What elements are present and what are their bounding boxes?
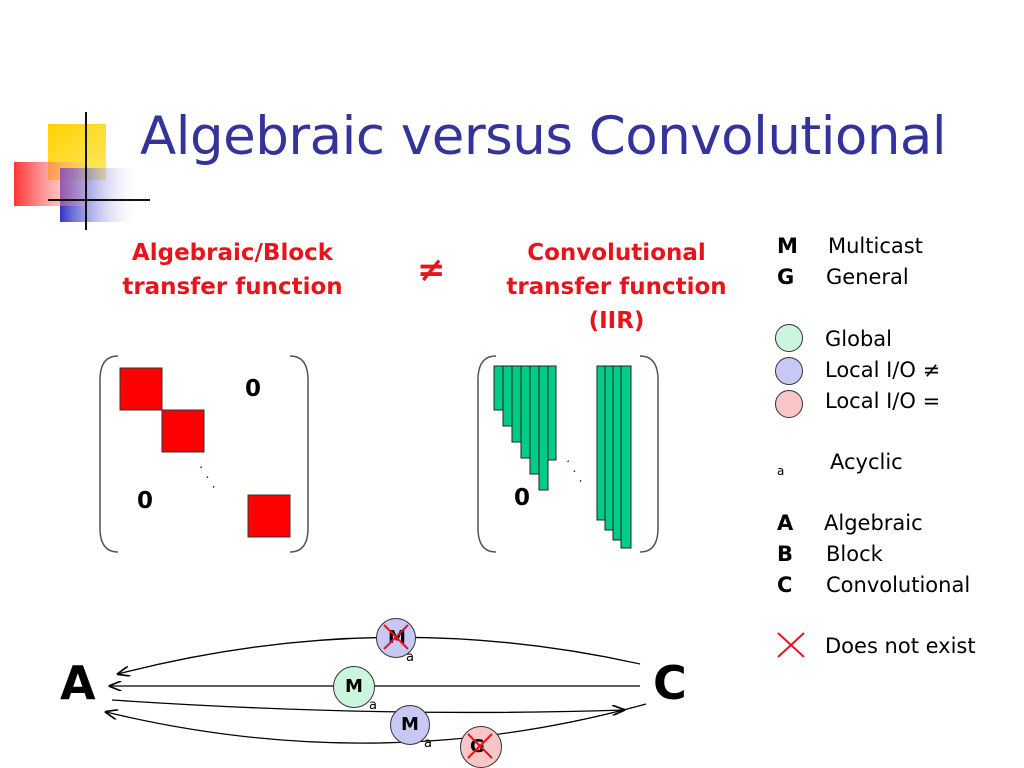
page-title: Algebraic versus Convolutional	[140, 106, 947, 167]
node-2-sub: a	[369, 698, 377, 713]
node-4-cross-icon	[467, 733, 493, 759]
left-matrix-bracket-right	[289, 355, 309, 553]
stair-col-2	[502, 365, 513, 427]
legend-global: Global	[825, 327, 892, 351]
legend-c-text: Convolutional	[826, 573, 971, 597]
stair-col-5	[529, 365, 540, 475]
left-heading: Algebraic/Block transfer function	[100, 236, 365, 304]
node-3-sub: a	[424, 736, 432, 751]
node-c-label: C	[653, 656, 687, 710]
legend-b-text: Block	[826, 542, 883, 566]
left-zero-top: 0	[245, 376, 262, 402]
legend-g-key: G	[777, 265, 795, 289]
block-1	[119, 367, 163, 411]
legend-acyclic-sub: a	[777, 464, 785, 478]
not-equal-symbol: ≠	[417, 250, 446, 290]
left-zero-bottom: 0	[137, 488, 154, 514]
global-circle-icon	[775, 324, 803, 352]
legend-m-text: Multicast	[828, 234, 923, 258]
stair-col-8	[596, 365, 606, 521]
right-matrix-bracket-left	[477, 355, 497, 553]
left-matrix-bracket-left	[99, 355, 119, 553]
right-heading-line2: transfer function	[506, 274, 727, 300]
legend-a-key: A	[777, 511, 794, 535]
legend-c-key: C	[777, 573, 793, 597]
stair-col-9	[604, 365, 614, 531]
right-heading: Convolutional transfer function (IIR)	[484, 236, 749, 338]
stair-col-11	[620, 365, 632, 549]
left-heading-line1: Algebraic/Block	[131, 240, 334, 266]
legend-m-key: M	[777, 234, 798, 258]
legend-g-text: General	[826, 265, 909, 289]
stair-col-6	[538, 365, 549, 491]
local-neq-circle-icon	[775, 357, 803, 385]
stair-col-1	[493, 365, 504, 411]
node-3-circle	[390, 705, 430, 745]
node-1-cross-icon	[383, 624, 409, 650]
legend-b-key: B	[777, 542, 794, 566]
right-heading-line1: Convolutional	[527, 240, 706, 266]
arrow-bottom	[106, 703, 647, 744]
legend-local-neq: Local I/O ≠	[825, 358, 941, 382]
node-2-circle	[333, 666, 375, 708]
block-2	[161, 409, 205, 453]
legend-not-exist: Does not exist	[825, 634, 976, 658]
logo-decoration	[14, 112, 150, 230]
cross-icon	[777, 632, 805, 658]
node-3-letter: M	[401, 714, 419, 735]
node-2-letter: M	[345, 676, 363, 697]
block-3	[247, 494, 291, 538]
right-zero-bottom: 0	[514, 485, 531, 511]
legend-a-text: Algebraic	[824, 511, 923, 535]
local-eq-circle-icon	[775, 390, 803, 418]
legend-acyclic: Acyclic	[830, 450, 903, 474]
right-heading-line3: (IIR)	[588, 308, 645, 334]
stair-col-3	[511, 365, 522, 443]
stair-col-10	[612, 365, 622, 541]
node-1-sub: a	[406, 650, 414, 665]
left-heading-line2: transfer function	[122, 274, 343, 300]
stair-col-7	[547, 365, 557, 461]
arrow-lower	[111, 699, 624, 712]
legend-local-eq: Local I/O =	[825, 389, 941, 413]
stair-col-4	[520, 365, 531, 459]
right-matrix-bracket-right	[639, 355, 659, 553]
node-a-label: A	[60, 656, 96, 710]
matrices	[99, 355, 659, 553]
